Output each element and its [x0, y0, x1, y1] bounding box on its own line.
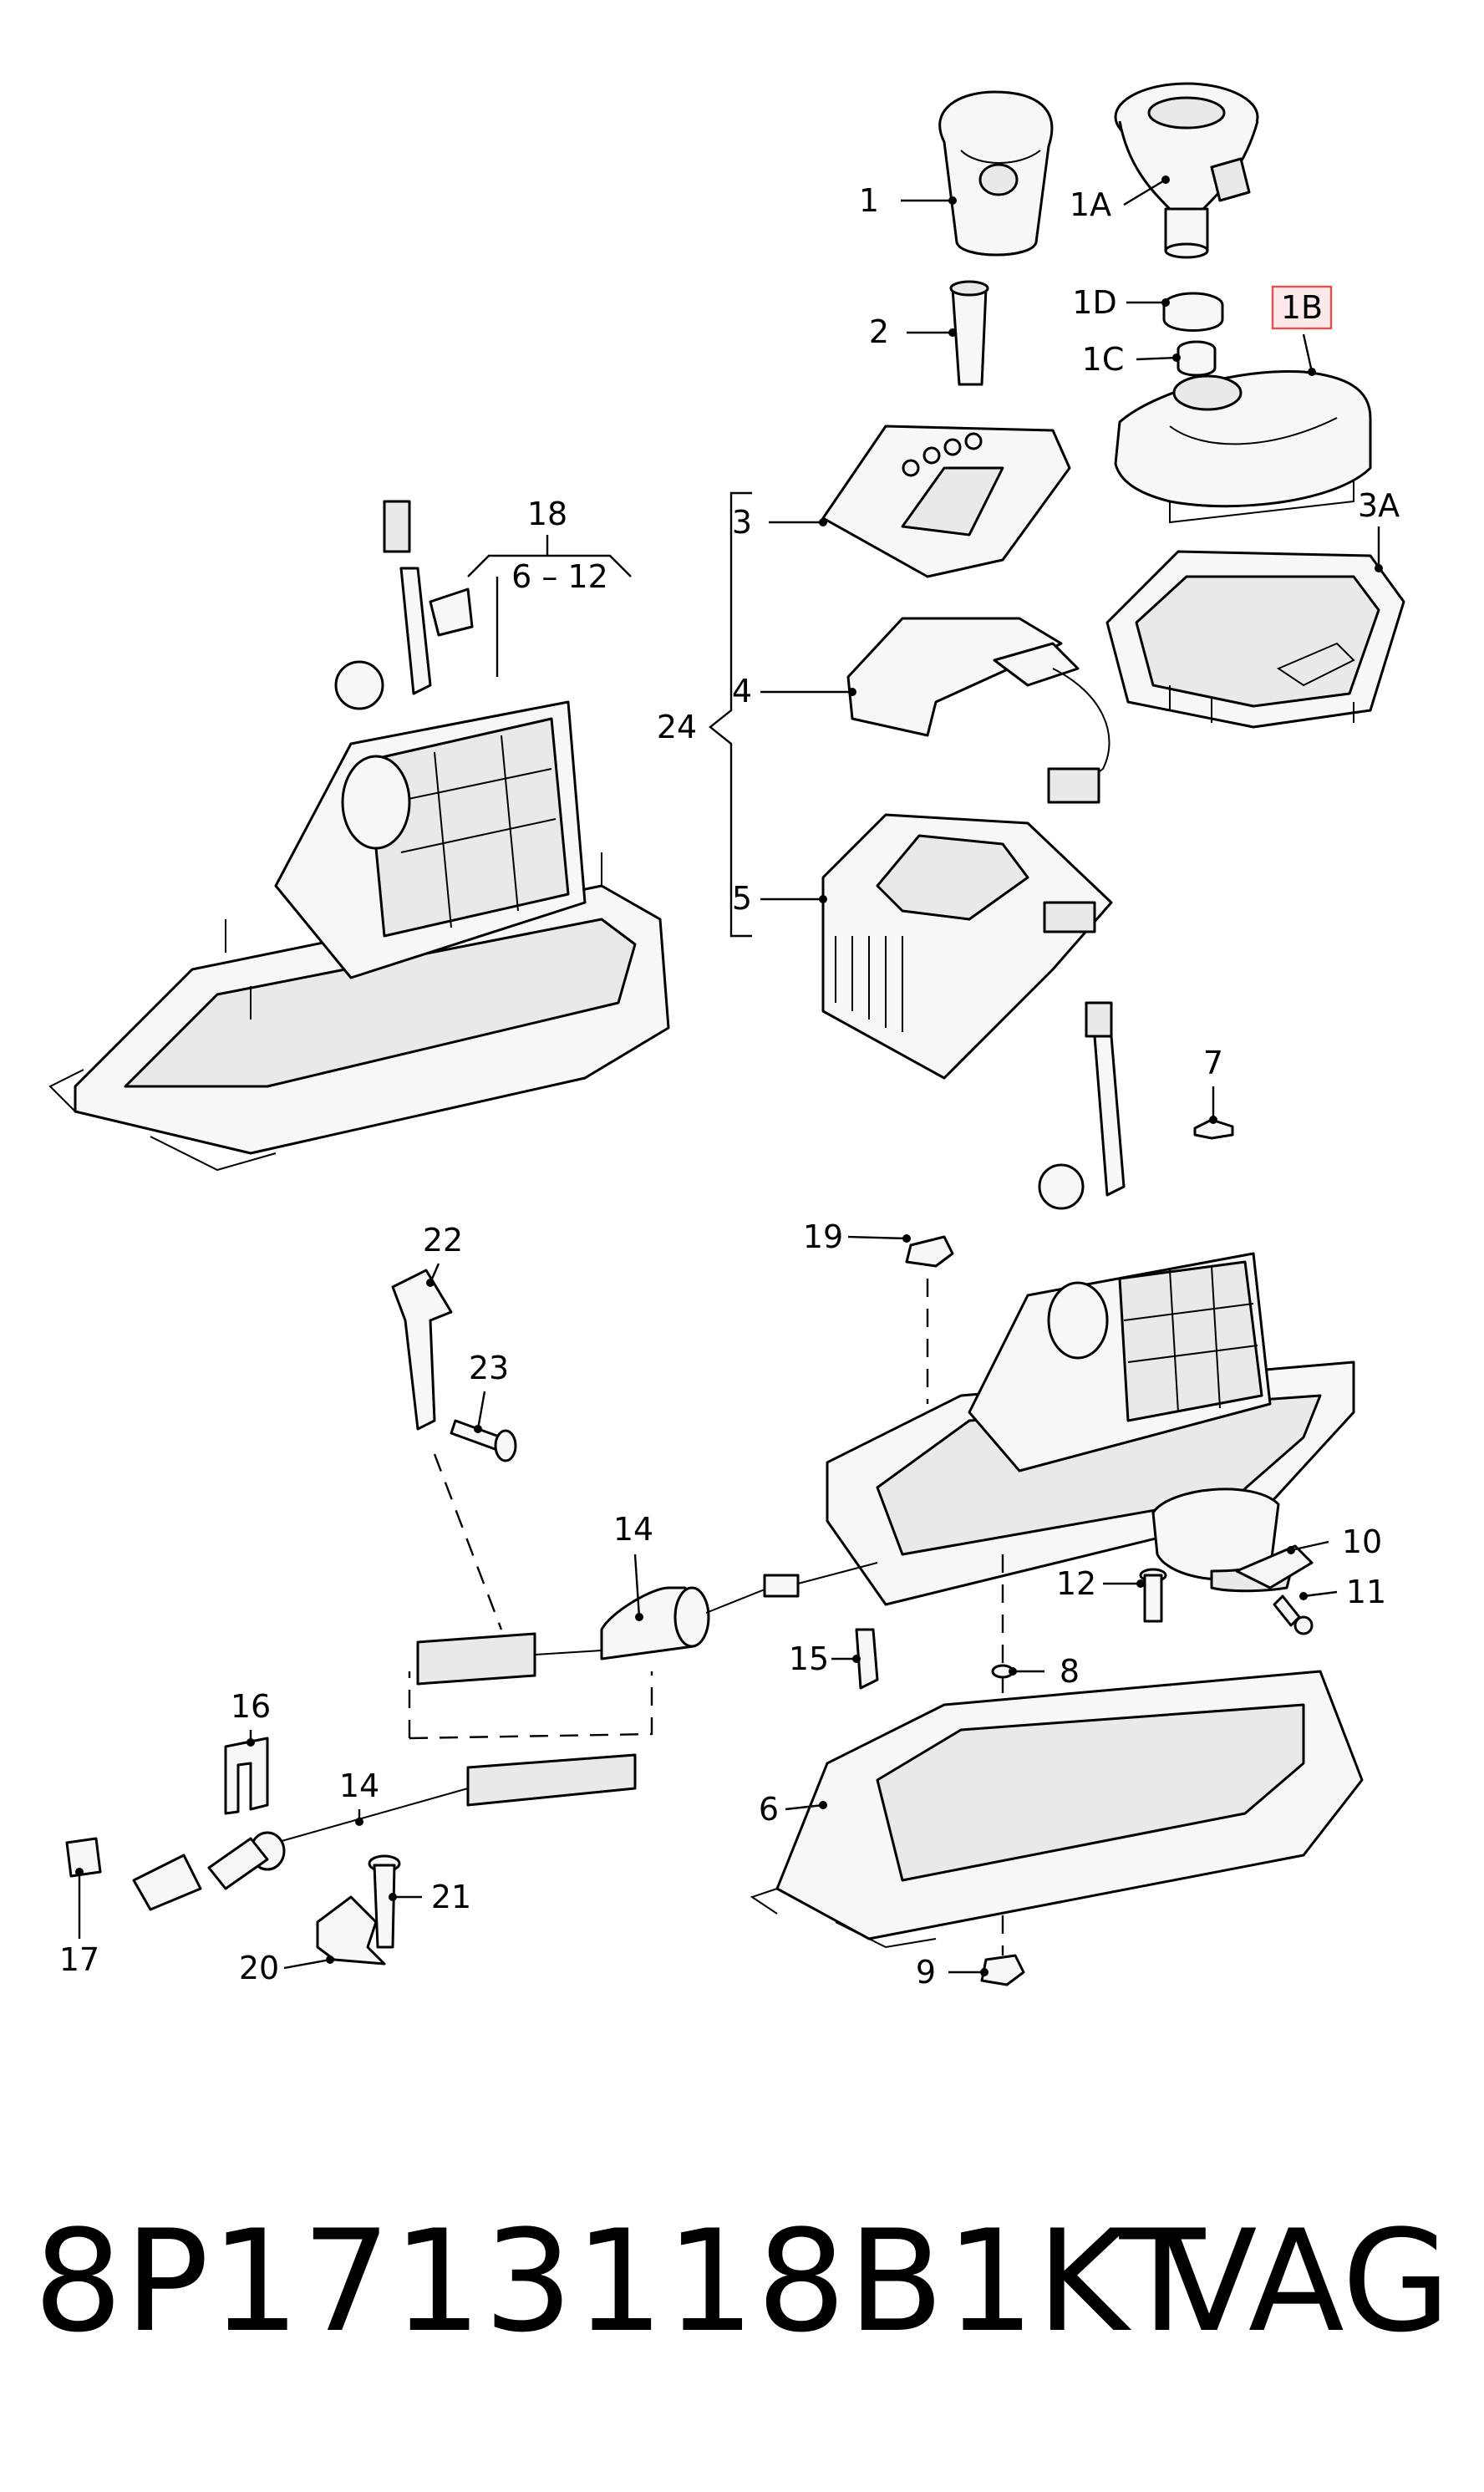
selector-housing-part-5 [821, 813, 1113, 1080]
label-24: 24 [657, 709, 697, 745]
label-9: 9 [916, 1954, 936, 1991]
label-18: 18 [527, 496, 567, 532]
base-tray-part-6 [750, 1670, 1364, 1949]
label-14-upper: 14 [613, 1511, 653, 1548]
sleeve-part-2 [949, 280, 989, 386]
label-14-lower: 14 [339, 1767, 379, 1804]
label-6-12: 6 – 12 [511, 558, 608, 595]
sleeve-part-1c [1177, 340, 1217, 377]
label-1a: 1A [1070, 186, 1111, 223]
label-4: 4 [732, 673, 752, 709]
shifter-assembly-part-18 [48, 500, 670, 1172]
gear-knob-part-1a [1114, 82, 1259, 259]
indicator-plate-part-4 [846, 617, 1110, 804]
label-19: 19 [803, 1218, 843, 1255]
label-10: 10 [1342, 1523, 1382, 1560]
label-3a: 3A [1358, 487, 1400, 524]
clip-part-17 [65, 1837, 102, 1878]
label-17: 17 [59, 1941, 99, 1978]
bolt-part-23 [450, 1419, 517, 1462]
gear-knob-part-1 [938, 90, 1054, 257]
label-2: 2 [869, 313, 889, 350]
brand-text: VAG [1161, 2200, 1451, 2363]
label-20: 20 [239, 1950, 279, 1986]
label-6: 6 [759, 1791, 779, 1828]
bracket-part-20 [316, 1895, 386, 1966]
nut-part-9 [980, 1954, 1025, 1986]
ring-part-1d [1162, 292, 1224, 332]
gear-boot-part-1b [1114, 369, 1372, 524]
label-1d: 1D [1072, 284, 1116, 321]
nut-part-19 [905, 1235, 954, 1268]
shift-cable-part-14-lower [132, 1753, 637, 1911]
label-1c: 1C [1082, 341, 1125, 378]
label-7: 7 [1203, 1045, 1223, 1081]
bolt-part-12 [1139, 1568, 1167, 1623]
highlight-box-1b [1271, 285, 1333, 330]
shifter-assembly-lower [826, 1001, 1355, 1606]
label-12: 12 [1056, 1565, 1096, 1602]
bracket-part-22 [391, 1269, 453, 1431]
label-23: 23 [469, 1350, 509, 1386]
trim-frame-part-3a [1105, 550, 1405, 729]
clip-part-15 [855, 1628, 879, 1690]
footer: 8P1713118B1KT VAG [0, 2173, 1484, 2390]
label-1: 1 [859, 182, 879, 219]
bracket-part-10 [1235, 1544, 1314, 1589]
bolt-part-21 [368, 1854, 401, 1949]
part-number-text: 8P1713118B1KT [33, 2200, 1207, 2363]
label-1b: 1B [1281, 289, 1323, 326]
label-16: 16 [231, 1688, 271, 1725]
screw-part-11 [1273, 1594, 1314, 1635]
label-21: 21 [431, 1879, 471, 1915]
label-8: 8 [1060, 1653, 1080, 1690]
label-11: 11 [1346, 1574, 1386, 1610]
label-15: 15 [789, 1640, 829, 1677]
clip-part-16 [224, 1737, 269, 1815]
label-3: 3 [732, 504, 752, 541]
shift-cover-part-3 [821, 425, 1071, 578]
label-22: 22 [423, 1222, 463, 1259]
shift-cable-part-14-upper [416, 1562, 878, 1686]
label-5: 5 [732, 880, 752, 917]
